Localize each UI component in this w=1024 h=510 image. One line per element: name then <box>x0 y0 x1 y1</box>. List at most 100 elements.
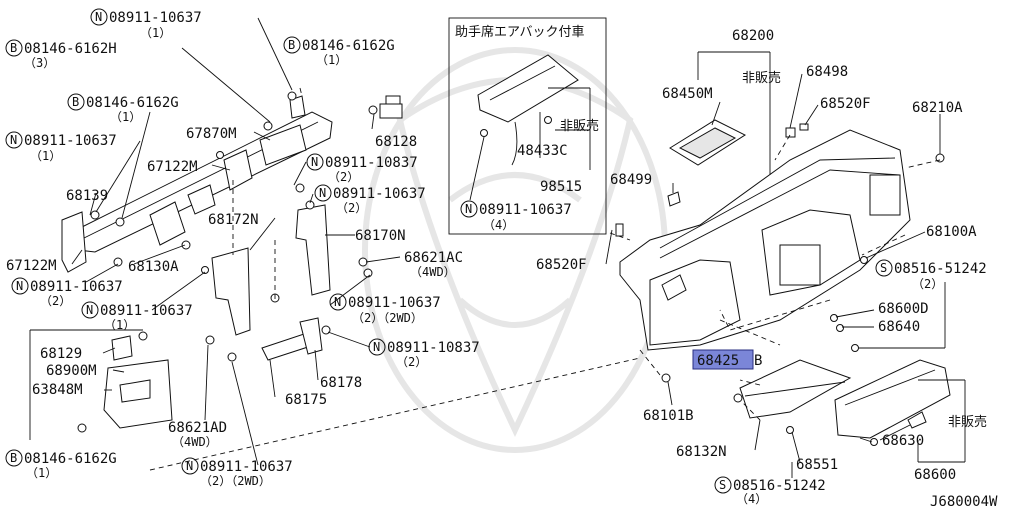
label-68178: 68178 <box>320 375 362 391</box>
label-68900M: 68900M <box>46 363 97 379</box>
label-08146-6162G-b: 08146-6162G <box>86 95 179 111</box>
label-08911-10837-b: 08911-10837 <box>387 340 480 356</box>
label-68630: 68630 <box>882 433 924 449</box>
label-not-for-sale-b: 非販売 <box>948 414 987 430</box>
label-68210A: 68210A <box>912 100 963 116</box>
leader-lines <box>29 17 966 478</box>
label-68101B: 68101B <box>643 408 694 424</box>
prefix-b-icon <box>67 93 85 111</box>
label-not-for-sale-a: 非販売 <box>742 70 781 86</box>
label-68600D: 68600D <box>878 301 929 317</box>
svg-text:（4WD）: （4WD） <box>172 435 218 449</box>
svg-text:（2）（2WD）: （2）（2WD） <box>352 311 423 325</box>
svg-text:N: N <box>465 202 472 216</box>
svg-text:（3）: （3） <box>24 56 55 70</box>
svg-text:B: B <box>72 95 79 109</box>
svg-text:（2）（2WD）: （2）（2WD） <box>200 474 271 488</box>
label-08911-10837-a: 08911-10837 <box>325 155 418 171</box>
label-67122M-a: 67122M <box>147 159 198 175</box>
inset-title: 助手席エアバック付車 <box>455 24 584 40</box>
bolts-left <box>77 91 378 433</box>
label-68175: 68175 <box>285 392 327 408</box>
label-08516-51242-a: 08516-51242 <box>894 261 987 277</box>
airbag-inset <box>448 17 607 235</box>
label-08911-10637-f: 08911-10637 <box>348 295 441 311</box>
svg-text:S: S <box>880 261 887 275</box>
svg-text:N: N <box>95 10 102 24</box>
inset-not-for-sale: 非販売 <box>560 118 599 134</box>
label-67870M: 67870M <box>186 126 237 142</box>
svg-text:（1）: （1） <box>140 26 171 40</box>
diagram-code: J680004W <box>930 494 998 510</box>
label-08911-10637-d: 08911-10637 <box>100 303 193 319</box>
label-08146-6162H: 08146-6162H <box>24 41 117 57</box>
dashed-routing <box>149 87 941 471</box>
steering-member-assembly <box>61 95 403 429</box>
label-68100A: 68100A <box>926 224 977 240</box>
label-67122M-b: 67122M <box>6 258 57 274</box>
label-68551: 68551 <box>796 457 838 473</box>
svg-text:B: B <box>288 38 295 52</box>
svg-text:（2）: （2） <box>912 277 943 291</box>
svg-text:（4）: （4） <box>736 492 767 506</box>
svg-text:（1）: （1） <box>30 149 61 163</box>
label-08911-10637-c: 08911-10637 <box>30 279 123 295</box>
prefix-n-icon <box>306 153 324 171</box>
label-08516-51242-b: 08516-51242 <box>733 478 826 494</box>
svg-text:（1）: （1） <box>104 318 135 332</box>
prefix-n-icon <box>90 8 108 26</box>
label-68520F-b: 68520F <box>536 257 587 273</box>
prefix-n-icon <box>314 184 332 202</box>
label-68621AC: 68621AC <box>404 250 463 266</box>
inset-label-48433C: 48433C <box>517 143 568 159</box>
label-68130A: 68130A <box>128 259 179 275</box>
svg-text:B: B <box>10 451 17 465</box>
label-68621AD: 68621AD <box>168 420 227 436</box>
svg-text:（1）: （1） <box>316 53 347 67</box>
svg-text:（1）: （1） <box>110 110 141 124</box>
label-08911-10637-e: 08911-10637 <box>333 186 426 202</box>
label-68450M: 68450M <box>662 86 713 102</box>
svg-text:（2）: （2） <box>336 201 367 215</box>
svg-text:N: N <box>86 303 93 317</box>
instrument-panel <box>615 119 945 383</box>
prefix-n-icon <box>181 457 199 475</box>
svg-text:（1）: （1） <box>26 466 57 480</box>
label-08911-10637-g: 08911-10637 <box>200 459 293 475</box>
label-68499: 68499 <box>610 172 652 188</box>
label-08911-10637-a: 08911-10637 <box>109 10 202 26</box>
svg-text:N: N <box>186 459 193 473</box>
label-68520F-a: 68520F <box>820 96 871 112</box>
svg-text:N: N <box>311 155 318 169</box>
svg-text:N: N <box>373 340 380 354</box>
prefix-s-icon <box>875 259 893 277</box>
glovebox-lid <box>834 359 951 446</box>
svg-text:（2）: （2） <box>396 355 427 369</box>
label-08911-10637-b: 08911-10637 <box>24 133 117 149</box>
svg-text:N: N <box>319 186 326 200</box>
label-68498: 68498 <box>806 64 848 80</box>
prefix-n-icon <box>81 301 99 319</box>
label-68132N: 68132N <box>676 444 727 460</box>
prefix-n-icon <box>11 277 29 295</box>
label-08146-6162G-a: 08146-6162G <box>302 38 395 54</box>
inset-qty: （4） <box>483 218 514 232</box>
prefix-b-icon <box>283 36 301 54</box>
label-68425B-highlight: 68425 <box>697 353 739 369</box>
prefix-s-icon <box>714 476 732 494</box>
svg-text:（2）: （2） <box>328 170 359 184</box>
prefix-n-icon <box>5 131 23 149</box>
prefix-n-icon <box>368 338 386 356</box>
svg-text:N: N <box>10 133 17 147</box>
label-68425B-suffix: B <box>754 353 762 369</box>
inset-text: 助手席エアバック付車 非販売 48433C 98515 N 08911-1063… <box>455 24 599 232</box>
prefix-n-icon <box>460 200 478 218</box>
right-labels: 68200 68450M 非販売 68498 68520F 68210A 684… <box>536 28 998 510</box>
svg-text:B: B <box>10 41 17 55</box>
glovebox-frame <box>733 359 852 434</box>
svg-text:（2）: （2） <box>40 294 71 308</box>
label-68139: 68139 <box>66 188 108 204</box>
prefix-n-icon <box>329 293 347 311</box>
prefix-b-icon <box>5 449 23 467</box>
